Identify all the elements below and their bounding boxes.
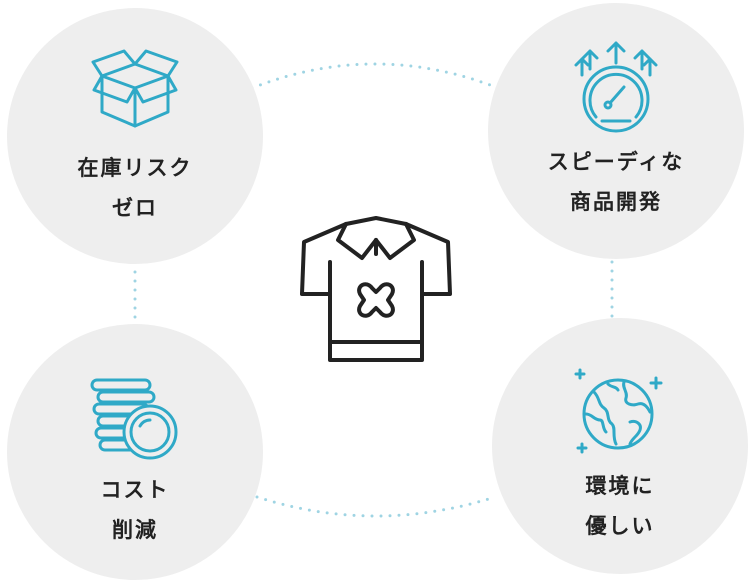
cardboard-box-icon — [91, 49, 179, 128]
globe-sparkle-icon — [574, 368, 663, 454]
benefit-label-line: 在庫リスク — [77, 156, 193, 180]
benefit-eco-friendly: 環境に 優しい — [492, 318, 748, 574]
benefit-label-line: 環境に — [585, 474, 655, 498]
polo-shirt-icon — [300, 216, 452, 362]
benefit-cost-reduction: コスト 削減 — [7, 324, 263, 580]
benefit-label: 環境に 優しい — [492, 466, 748, 546]
benefit-label: スピーディな 商品開発 — [488, 142, 744, 222]
benefit-label-line: 優しい — [585, 514, 655, 538]
benefit-speedy-development: スピーディな 商品開発 — [488, 3, 744, 259]
benefit-inventory-risk: 在庫リスク ゼロ — [7, 8, 263, 264]
benefit-label-line: コスト — [100, 478, 170, 502]
benefit-label-line: ゼロ — [112, 196, 158, 220]
benefit-label-line: 商品開発 — [570, 190, 662, 214]
benefit-label-line: スピーディな — [547, 150, 685, 174]
benefit-label: 在庫リスク ゼロ — [7, 148, 263, 228]
benefit-label: コスト 削減 — [7, 470, 263, 550]
speedometer-arrows-icon — [574, 41, 658, 133]
benefit-label-line: 削減 — [112, 518, 158, 542]
coin-stack-icon — [90, 378, 178, 460]
